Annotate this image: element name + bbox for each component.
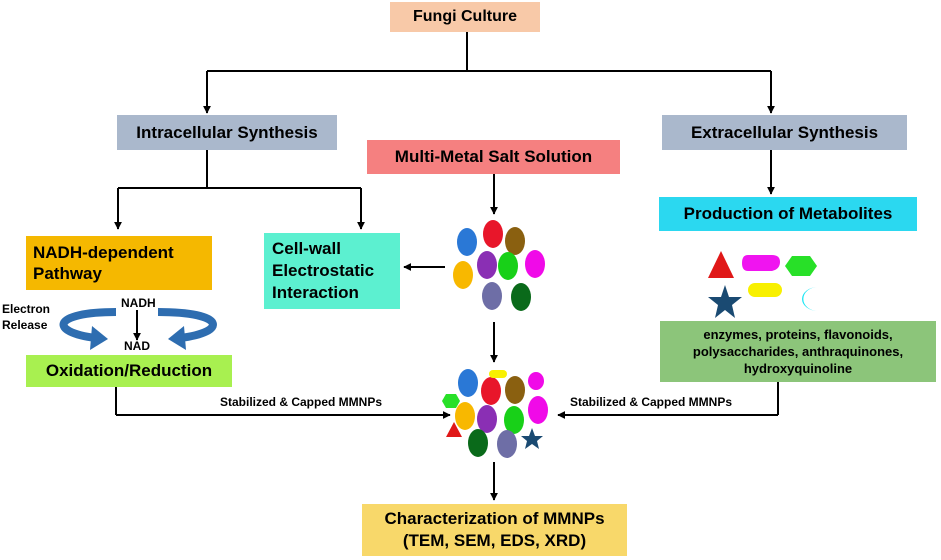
particle-magenta — [525, 250, 545, 278]
metabolite-shapes — [708, 251, 818, 318]
capped-purple — [477, 405, 497, 433]
nadh-pathway-box: NADH-dependent Pathway — [26, 236, 212, 290]
metal-particle-cluster — [453, 220, 545, 311]
cell-wall-interaction-box: Cell-wall Electrostatic Interaction — [264, 233, 400, 309]
capped-magenta — [528, 396, 548, 424]
multi-metal-salt-label: Multi-Metal Salt Solution — [394, 147, 593, 166]
fungi-culture-box: Fungi Culture — [390, 2, 540, 32]
metabolite-list-line3: hydroxyquinoline — [743, 361, 853, 376]
shape-navy-star — [708, 285, 742, 318]
capped-green-hex — [442, 394, 460, 408]
particle-orange — [453, 261, 473, 289]
stabilized-capped-right-label: Stabilized & Capped MMNPs — [570, 395, 733, 409]
cell-wall-line1: Cell-wall — [272, 239, 341, 258]
curved-arrow-left — [59, 308, 117, 342]
particle-purple — [477, 251, 497, 279]
nadh-pathway-line1: NADH-dependent — [33, 243, 174, 262]
multi-metal-salt-box: Multi-Metal Salt Solution — [367, 140, 620, 174]
oxidation-reduction-box: Oxidation/Reduction — [26, 355, 232, 387]
metabolite-list-line1: enzymes, proteins, flavonoids, — [703, 327, 893, 342]
electron-release-label: Electron Release — [2, 301, 50, 333]
intracellular-synthesis-box: Intracellular Synthesis — [117, 115, 337, 150]
electron-release-line2: Release — [2, 318, 48, 332]
metabolite-list-line2: polysaccharides, anthraquinones, — [692, 344, 904, 359]
cell-wall-line2: Electrostatic — [272, 261, 375, 280]
curved-arrow-left-head — [90, 326, 108, 350]
shape-cyan-crescent — [802, 287, 818, 311]
nad-label: NAD — [124, 339, 150, 353]
production-of-metabolites-label: Production of Metabolites — [683, 204, 893, 223]
particle-darkgreen — [511, 283, 531, 311]
shape-yellow-rounded — [748, 283, 782, 297]
capped-navy-star — [521, 428, 543, 449]
metabolite-list-box: enzymes, proteins, flavonoids, polysacch… — [660, 321, 936, 382]
characterization-line1: Characterization of MMNPs — [384, 509, 605, 528]
curved-arrow-right-head — [168, 326, 186, 350]
shape-green-hexagon — [785, 256, 817, 276]
capped-magenta-top — [528, 372, 544, 390]
extracellular-synthesis-label: Extracellular Synthesis — [690, 122, 879, 142]
particle-slate — [482, 282, 502, 310]
fungi-culture-label: Fungi Culture — [413, 8, 517, 25]
capped-orange — [455, 402, 475, 430]
intracellular-synthesis-label: Intracellular Synthesis — [136, 122, 318, 142]
production-of-metabolites-box: Production of Metabolites — [659, 197, 917, 231]
particle-brown — [505, 227, 525, 255]
capped-slate — [497, 430, 517, 458]
particle-green — [498, 252, 518, 280]
capped-red-triangle — [446, 422, 462, 437]
characterization-line2: (TEM, SEM, EDS, XRD) — [402, 531, 587, 550]
particle-blue — [457, 228, 477, 256]
shape-red-triangle — [708, 251, 734, 278]
capped-yellow — [489, 370, 507, 378]
capped-blue — [458, 369, 478, 397]
curved-arrow-right — [157, 308, 217, 342]
capped-green — [504, 406, 524, 434]
extracellular-synthesis-box: Extracellular Synthesis — [662, 115, 907, 150]
capped-particle-cluster — [442, 369, 548, 458]
characterization-box: Characterization of MMNPs (TEM, SEM, EDS… — [362, 504, 627, 556]
cell-wall-line3: Interaction — [272, 283, 359, 302]
stabilized-capped-left-label: Stabilized & Capped MMNPs — [220, 395, 383, 409]
electron-release-line1: Electron — [2, 302, 51, 316]
nadh-label: NADH — [121, 296, 156, 310]
shape-magenta-blob — [742, 255, 780, 271]
particle-red — [483, 220, 503, 248]
capped-red — [481, 377, 501, 405]
capped-brown — [505, 376, 525, 404]
nadh-pathway-line2: Pathway — [33, 264, 102, 283]
capped-darkgreen — [468, 429, 488, 457]
oxidation-reduction-label: Oxidation/Reduction — [45, 361, 213, 380]
